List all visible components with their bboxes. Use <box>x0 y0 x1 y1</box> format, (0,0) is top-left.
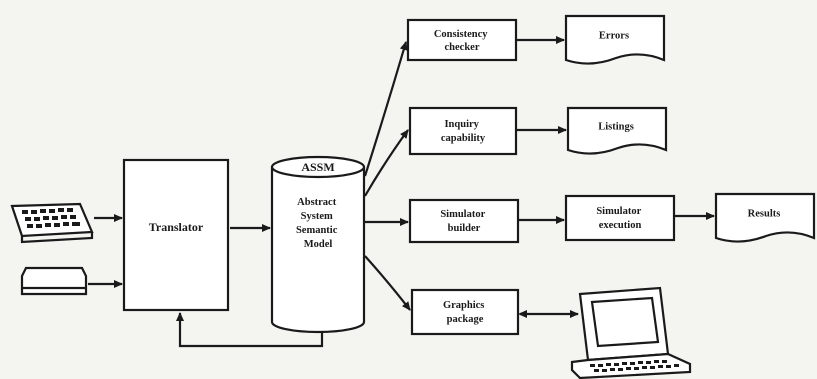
feedback-loop <box>176 312 324 348</box>
errors-label: Errors <box>599 30 629 41</box>
consistency-checker-label: Consistency checker <box>434 29 490 53</box>
simulator-execution-box <box>564 194 676 242</box>
arrow-assm-to-consistency <box>363 41 408 177</box>
keyboard-icon <box>10 202 94 244</box>
arrow-assm-to-graphics <box>364 255 411 311</box>
consistency-checker-box <box>406 18 518 62</box>
assm-description: Abstract System Semantic Model <box>296 197 340 250</box>
translator-label: Translator <box>149 220 204 234</box>
results-label: Results <box>748 208 781 219</box>
listings-label: Listings <box>598 121 634 132</box>
errors-document <box>564 14 666 65</box>
graphics-package-box <box>410 288 520 336</box>
arrow-assm-to-inquiry <box>364 129 409 197</box>
listings-document <box>566 106 668 155</box>
results-document <box>714 192 816 243</box>
translator-box <box>122 158 230 312</box>
tape-reader-icon <box>20 266 88 296</box>
connectors <box>88 36 715 348</box>
inquiry-capability-label: Inquiry capability <box>441 119 486 144</box>
terminal-icon <box>570 286 692 379</box>
simulator-execution-label: Simulator execution <box>596 206 643 231</box>
simulator-builder-box <box>408 198 520 244</box>
simulator-builder-label: Simulator builder <box>440 209 487 234</box>
graphics-package-label: Graphics package <box>443 300 487 325</box>
assm-title: ASSM <box>301 160 334 174</box>
inquiry-capability-box <box>408 106 518 156</box>
assm-cylinder <box>270 155 366 334</box>
